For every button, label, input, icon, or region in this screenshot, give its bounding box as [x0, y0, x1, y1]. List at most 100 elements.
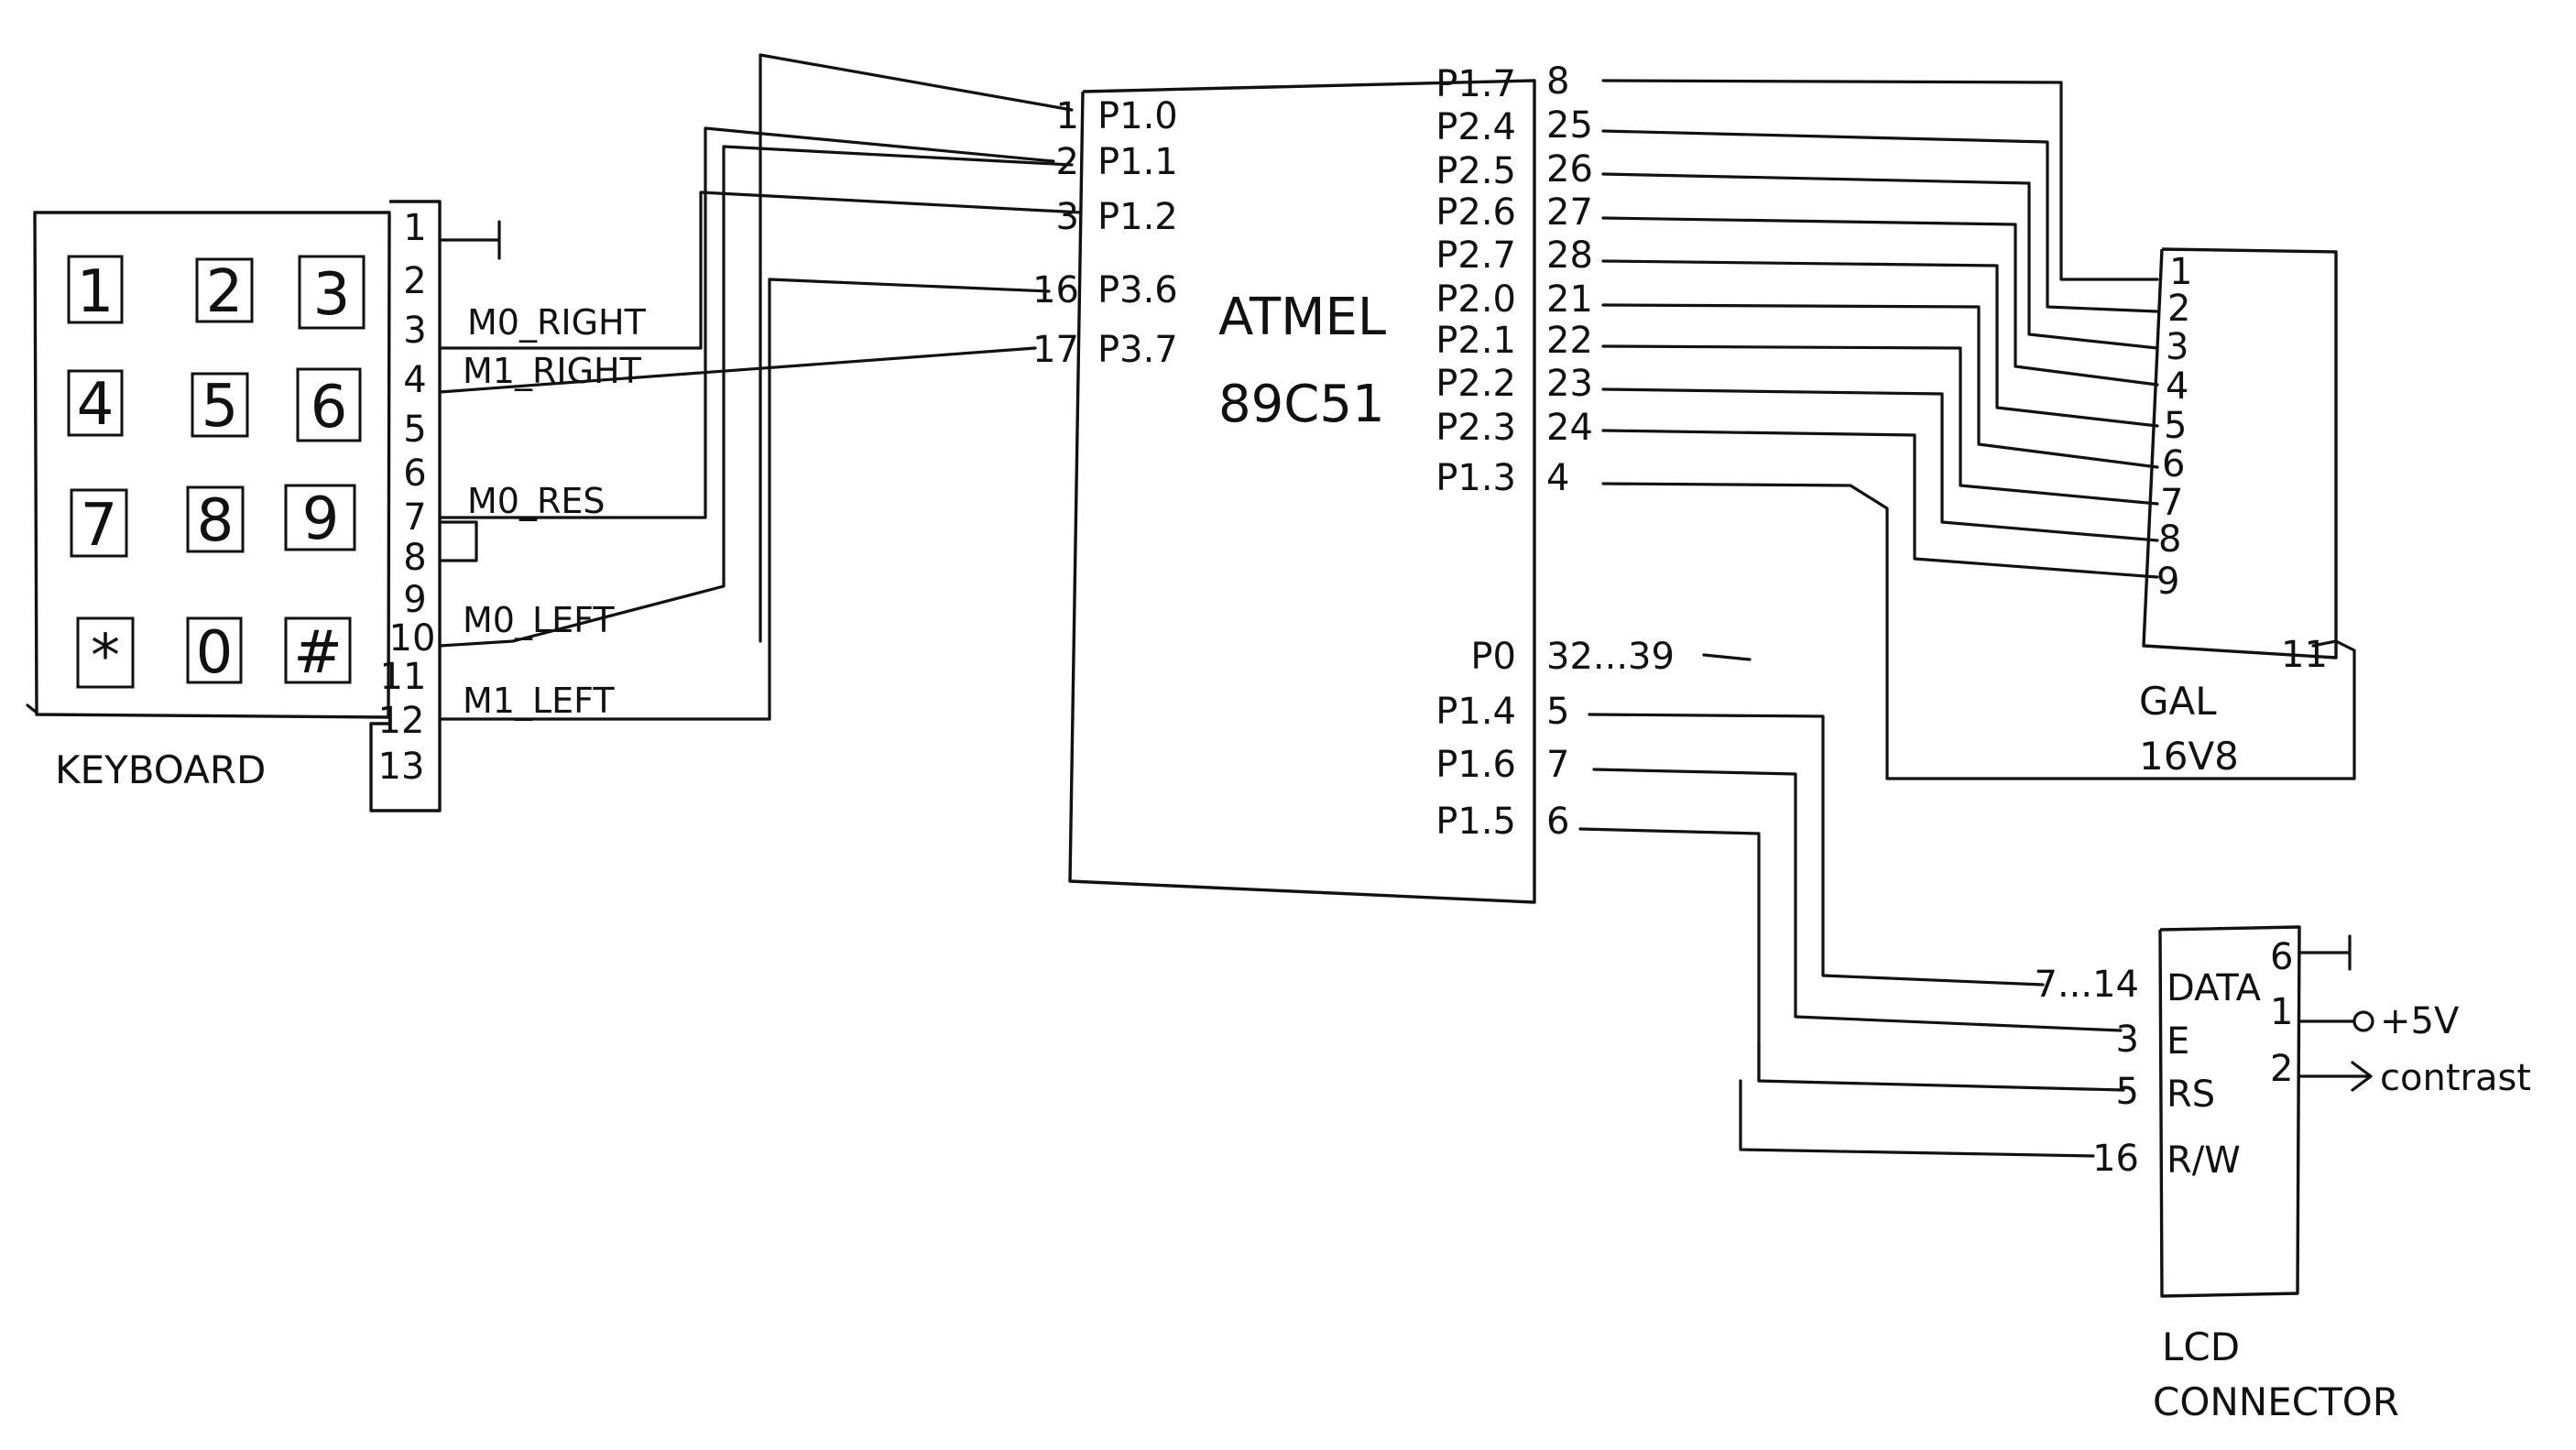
mcu-pin-number: 8: [1546, 60, 1569, 103]
connector-pin-number: 11: [380, 656, 427, 698]
keyboard-mcu-wires: [438, 126, 1083, 721]
lcd-pin-number: 16: [2092, 1138, 2139, 1180]
mcu-right-pins: P1.7 8 P2.4 25 P2.5 26 P2.6 27 P2.7 28 P…: [1435, 60, 1675, 843]
mcu-gal-wires: [1601, 79, 2356, 780]
keyboard-connector: 1 2 3 4 5 6 7 8 9 10 11 12 13: [369, 200, 501, 812]
key-label: 3: [313, 261, 351, 329]
mcu-pin-number: 3: [1056, 196, 1079, 238]
wire-m0-left-p1-1: [438, 145, 1074, 648]
wire-p2-0-gal-6: [1601, 303, 2159, 469]
key-7-box: [70, 488, 128, 558]
connector-pin-number: 7: [403, 496, 426, 539]
mcu-pin-name: P1.7: [1435, 63, 1516, 105]
wire-p2-1-gal-7: [1601, 344, 2159, 506]
key-5-box: [191, 372, 249, 438]
mcu-pin-number: 25: [1546, 104, 1593, 147]
gal-name-line2: 16V8: [2139, 734, 2239, 779]
connector-pin-number: 12: [378, 700, 425, 742]
gal-pin-number: 3: [2166, 326, 2189, 368]
wire-m1-left-p3-6: [438, 278, 1051, 721]
lcd-pin-name: DATA: [2167, 967, 2262, 1009]
key-label: 9: [302, 485, 340, 553]
mcu-pin-name: P3.7: [1097, 329, 1178, 371]
key-4-box: [67, 369, 124, 437]
wire-p1-6-e: [1592, 768, 2123, 1032]
mcu-pin-number: 7: [1546, 744, 1569, 786]
wire-p2-5-gal-3: [1601, 172, 2159, 350]
wire-p2-7-gal-5: [1601, 259, 2159, 428]
mcu-pin-name: P1.3: [1435, 457, 1516, 499]
mcu-pin-name: P0: [1470, 636, 1516, 678]
keyboard-title: KEYBOARD: [55, 747, 266, 792]
mcu-pin-name: P2.7: [1435, 234, 1516, 277]
keyboard-connector-body: [369, 200, 442, 812]
key-hash-box: [284, 616, 352, 684]
key-6-box: [296, 367, 362, 442]
connector-pin-number: 13: [378, 746, 425, 788]
ground-symbol: [438, 220, 501, 260]
signal-label-m1-left: M1_LEFT: [463, 681, 615, 721]
wire-p0-stub: [1702, 653, 1752, 661]
lcd-pin-number: 5: [2116, 1071, 2139, 1113]
connector-pin-number: 4: [403, 359, 426, 401]
connector-pin-number: 5: [403, 409, 426, 451]
terminal-circle-icon: [2352, 1010, 2374, 1032]
lcd-connector: 7...14 DATA 3 E 5 RS 16 R/W 6 1 2 +5V co…: [2035, 925, 2531, 1424]
connector-pin-number: 9: [403, 579, 426, 621]
lcd-pin-name: E: [2167, 1020, 2189, 1063]
key-label: 6: [311, 374, 348, 442]
mcu-name-line2: 89C51: [1218, 375, 1385, 434]
mcu-left-pins: 1 P1.0 2 P1.1 3 P1.2 16 P3.6 17 P3.7: [1032, 95, 1178, 371]
mcu-pin-number: 17: [1032, 329, 1079, 371]
keypad-labels: 1 2 3 4 5 6 7 8 9 * 0 #: [77, 258, 351, 691]
key-label: 5: [202, 373, 239, 441]
lcd-left-pins: 7...14 DATA 3 E 5 RS 16 R/W: [2035, 964, 2262, 1182]
signal-label-m0-res: M0_RES: [467, 481, 606, 521]
lcd-pin-number: 1: [2270, 991, 2293, 1033]
wire-p1-7-gal-1: [1601, 79, 2159, 281]
connector-pin-number: 10: [389, 617, 436, 660]
mcu-pin-number: 32...39: [1546, 636, 1675, 678]
keyboard-signal-labels: M0_RIGHT M1_RIGHT M0_RES M0_LEFT M1_LEFT: [463, 302, 647, 721]
mcu-pin-number: 26: [1546, 148, 1593, 191]
lcd-name-line2: CONNECTOR: [2153, 1379, 2399, 1424]
wire-p2-2-gal-8: [1601, 387, 2159, 542]
keyboard-corner-tick: [26, 703, 38, 714]
key-label: *: [91, 623, 120, 691]
key-star-box: [76, 616, 135, 689]
lcd-5v-label: +5V: [2380, 1000, 2460, 1042]
key-label: 0: [196, 619, 234, 687]
mcu-pin-number: 21: [1546, 278, 1593, 321]
key-label: 7: [81, 492, 118, 560]
gal-pin-number: 4: [2166, 365, 2189, 408]
mcu-lcd-wires: [1578, 653, 2125, 1158]
keyboard-connector-pins: 1 2 3 4 5 6 7 8 9 10 11 12 13: [378, 207, 436, 788]
mcu-pin-name: P1.5: [1435, 801, 1516, 843]
mcu-pin-number: 5: [1546, 691, 1569, 733]
mcu-pin-name: P2.4: [1435, 106, 1516, 148]
gal-pin-number: 8: [2158, 518, 2181, 561]
arrow-right-icon: [2298, 1061, 2373, 1092]
gal-pin-number: 9: [2156, 561, 2179, 603]
mcu-pin-number: 6: [1546, 801, 1569, 843]
gal-body: [2142, 247, 2338, 660]
lcd-pin-name: RS: [2167, 1074, 2215, 1116]
key-1-box: [67, 255, 124, 324]
key-9-box: [284, 484, 356, 551]
mcu-name-line1: ATMEL: [1218, 288, 1386, 347]
connector-pin-number: 3: [403, 310, 426, 352]
gal-pin-number: 7: [2160, 482, 2183, 524]
wire-p2-4-gal-2: [1601, 129, 2159, 313]
mcu-pin-number: 27: [1546, 191, 1593, 234]
mcu-pin-number: 28: [1546, 234, 1593, 277]
connector-pin-number: 6: [403, 452, 426, 495]
key-label: #: [293, 619, 343, 687]
mcu-pin-name: P2.5: [1435, 150, 1516, 192]
mcu-pin-name: P1.4: [1435, 691, 1516, 733]
keypad-keys: [67, 255, 366, 689]
keyboard-body: [33, 211, 391, 719]
mcu-body: [1068, 79, 1536, 904]
wire-rw: [1739, 1079, 2095, 1158]
lcd-contrast-label: contrast: [2380, 1057, 2531, 1099]
